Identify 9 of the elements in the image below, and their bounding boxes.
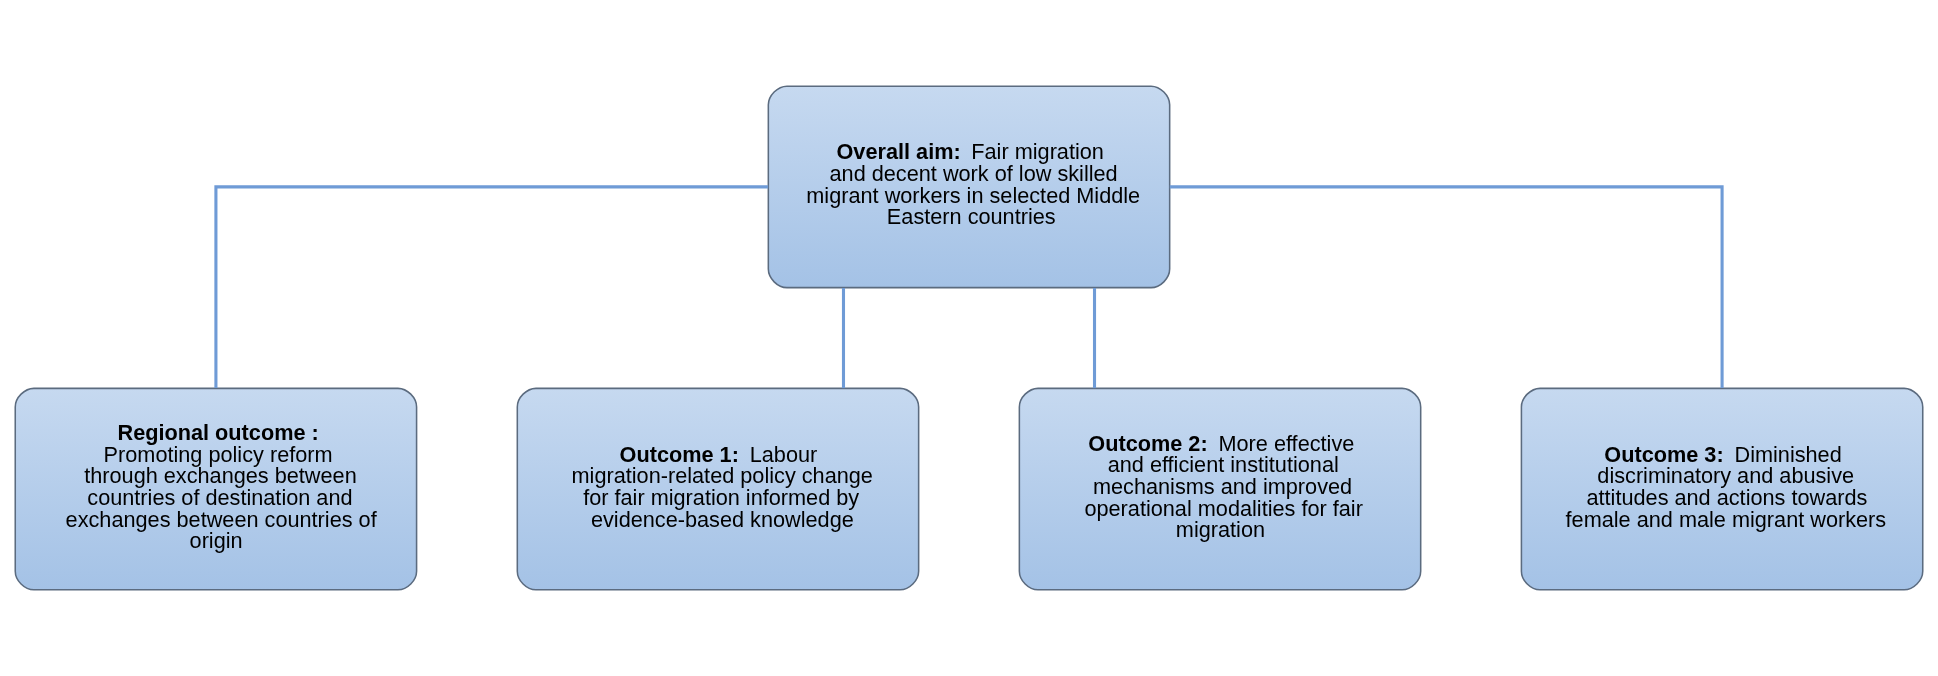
connector xyxy=(1092,287,1097,389)
connector xyxy=(841,287,846,389)
node-box: Overall aim: Fair migration and decent work of low skilled migrant workers in selected Middle Eastern countries xyxy=(767,85,1171,289)
node-box: Outcome 2: More effective and efficient institutional mechanisms and improved operational modalities for fair migration xyxy=(1018,387,1422,591)
node-box: Regional outcome : Promoting policy reform through exchanges between countries of destination and exchanges between countries of origin xyxy=(14,387,418,591)
node-box: Outcome 3: Diminished discriminatory and abusive attitudes and actions towards female and male migrant workers xyxy=(1520,387,1924,591)
connector xyxy=(214,185,769,389)
connector xyxy=(1169,185,1724,389)
node-box: Outcome 1: Labour migration-related policy change for fair migration informed by evidence-based knowledge xyxy=(516,387,920,591)
